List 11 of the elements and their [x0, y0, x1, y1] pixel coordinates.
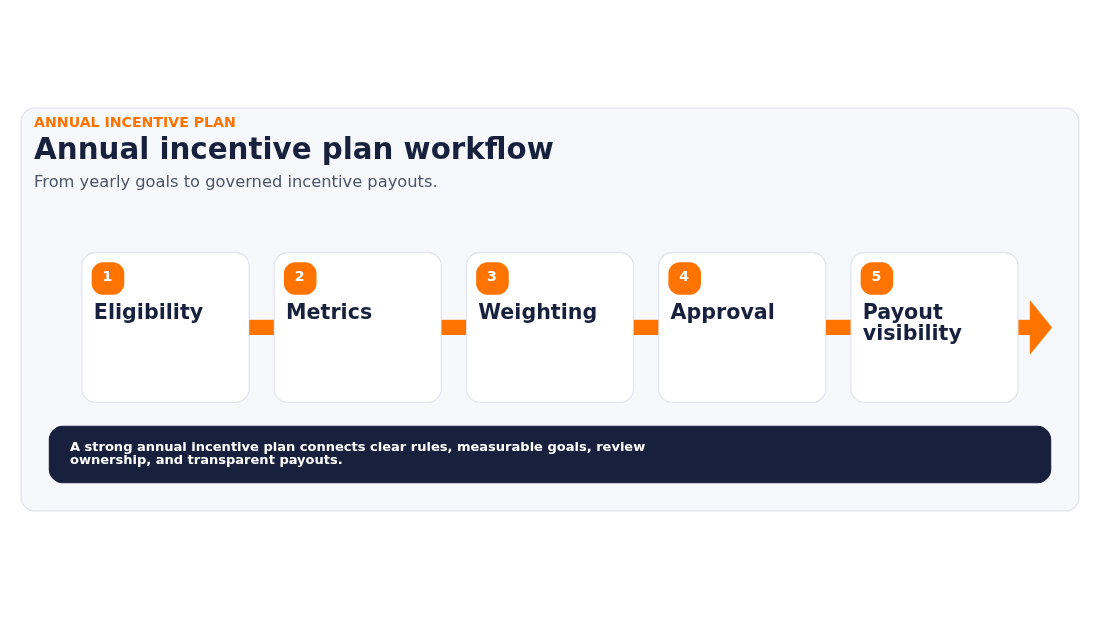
- node-box: 3 Weighting: [465, 251, 635, 403]
- arrow: [1018, 299, 1053, 355]
- node-box: 5 Payout visibility: [850, 251, 1019, 403]
- node-box: A strong annual incentive plan connects clear rules, measurable goals, review ownership, and transparent payouts.: [48, 425, 1052, 483]
- node-box: 4 Approval: [657, 251, 827, 403]
- node-box: 2 Metrics: [273, 251, 443, 403]
- connector: [249, 319, 274, 335]
- connector: [825, 319, 851, 335]
- connector: [633, 319, 659, 335]
- node-box: 1 Eligibility: [81, 251, 250, 403]
- connector: [441, 319, 467, 335]
